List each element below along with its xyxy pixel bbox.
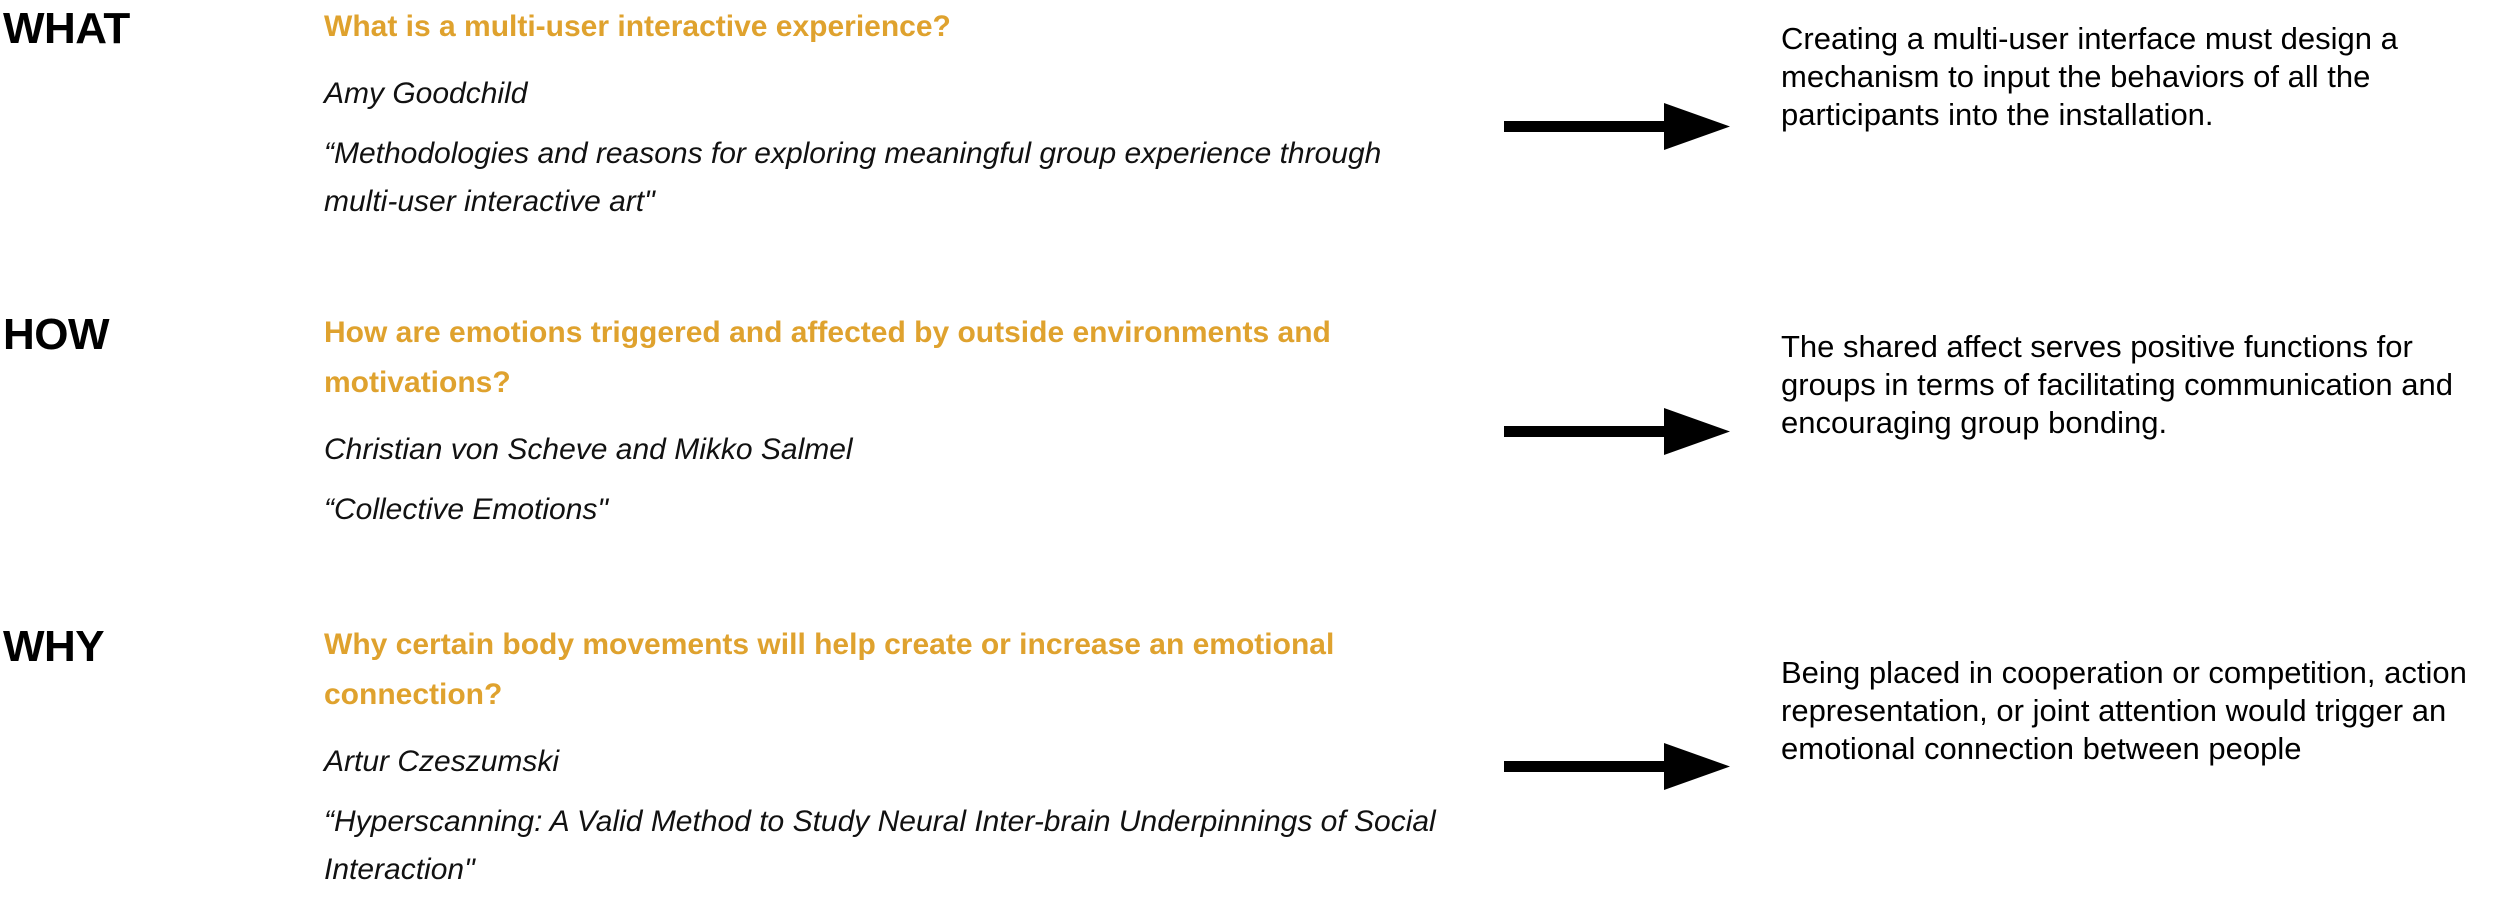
source-citation-why: “Hyperscanning: A Valid Method to Study … <box>324 805 1436 886</box>
row-source-block-how: How are emotions triggered and affected … <box>324 308 1454 534</box>
framework-row-why: WHY Why certain body movements will help… <box>0 598 2500 920</box>
row-keyword-what: WHAT <box>3 4 130 53</box>
source-citation-how: “Collective Emotions" <box>324 493 609 526</box>
source-author-why: Artur Czeszumski <box>324 745 560 778</box>
source-author-how: Christian von Scheve and Mikko Salmel <box>324 433 853 466</box>
research-question-how: How are emotions triggered and affected … <box>324 316 1331 399</box>
row-source-block-why: Why certain body movements will help cre… <box>324 620 1454 894</box>
source-author-what: Amy Goodchild <box>324 77 528 110</box>
right-arrow-icon <box>1504 740 1730 794</box>
row-keyword-why: WHY <box>3 622 105 671</box>
research-question-what: What is a multi-user interactive experie… <box>324 10 951 43</box>
row-takeaway-how: The shared affect serves positive functi… <box>1781 329 2453 440</box>
row-keyword-how: HOW <box>3 310 110 359</box>
right-arrow-icon <box>1504 405 1730 459</box>
row-source-block-what: What is a multi-user interactive experie… <box>324 2 1454 226</box>
framework-row-what: WHAT What is a multi-user interactive ex… <box>0 0 2500 292</box>
right-arrow-icon <box>1504 100 1730 154</box>
row-takeaway-what: Creating a multi-user interface must des… <box>1781 21 2398 132</box>
framework-row-how: HOW How are emotions triggered and affec… <box>0 292 2500 598</box>
research-question-why: Why certain body movements will help cre… <box>324 628 1335 711</box>
row-takeaway-why: Being placed in cooperation or competiti… <box>1781 655 2467 766</box>
source-citation-what: “Methodologies and reasons for exploring… <box>324 137 1382 218</box>
